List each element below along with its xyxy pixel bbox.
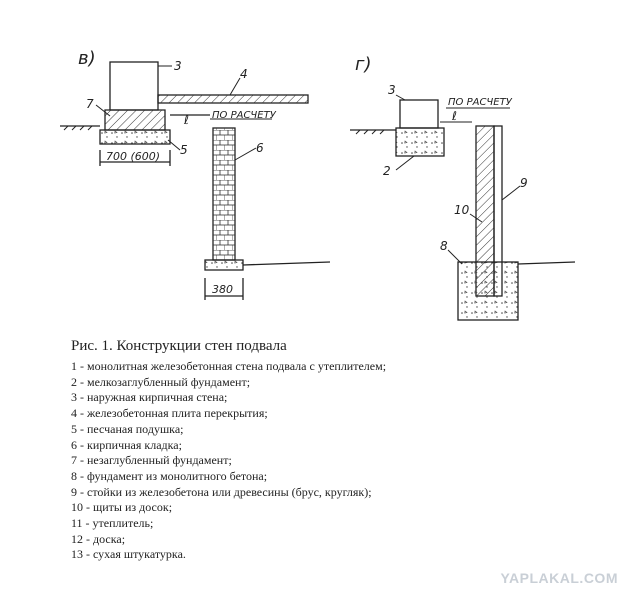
callout-g-2: 2 — [383, 164, 391, 178]
shallow-foundation-g — [395, 127, 445, 157]
dim-l-label-g: ℓ — [451, 109, 457, 123]
basement-floor-b — [242, 261, 331, 266]
legend-item: 1 - монолитная железобетонная стена подв… — [71, 359, 387, 373]
callout-g-10: 10 — [454, 203, 470, 217]
dim-line-base — [204, 278, 244, 300]
watermark: YAPLAKAL.COM — [500, 570, 618, 586]
callout-b-7: 7 — [86, 97, 94, 111]
callout-b-3: 3 — [174, 59, 182, 73]
legend-item: 5 - песчаная подушка; — [71, 421, 184, 436]
legend-item: 12 - доска; — [71, 531, 126, 546]
callout-b-4: 4 — [240, 67, 248, 81]
construction-drawing: в) 700 (600) ℓ ПО РАСЧЕТУ 380 3 — [60, 48, 576, 321]
legend-list: 1 - монолитная железобетонная стена подв… — [71, 359, 591, 563]
design-note-b: ПО РАСЧЕТУ — [212, 110, 277, 121]
legend-item: 4 - железобетонная плита перекрытия; — [71, 406, 268, 421]
callout-b-5: 5 — [180, 143, 188, 157]
legend-item: 8 - фундамент из монолитного бетона; — [71, 468, 268, 483]
caption-title: Рис. 1. Конструкции стен подвала — [71, 338, 287, 354]
dim-l-label-b: ℓ — [183, 113, 189, 127]
panel-g: г) ПО РАСЧЕТУ ℓ 3 2 9 10 8 — [350, 54, 576, 321]
dim-base-label: 380 — [212, 283, 233, 296]
exterior-wall-b — [109, 61, 159, 111]
legend-item: 6 - кирпичная кладка; — [71, 437, 182, 452]
legend-item: 2 - мелкозаглубленный фундамент; — [71, 374, 251, 389]
callout-g-8: 8 — [440, 239, 448, 253]
callout-g-3: 3 — [388, 83, 396, 97]
exterior-wall-g — [399, 99, 439, 129]
legend-item: 13 - сухая штукатурка. — [71, 547, 186, 562]
brick-column-footing — [204, 259, 244, 271]
legend-item: 10 - щиты из досок; — [71, 500, 173, 515]
basement-floor-g — [517, 261, 576, 265]
sand-cushion — [99, 129, 171, 145]
panel-b: в) 700 (600) ℓ ПО РАСЧЕТУ 380 3 — [60, 48, 331, 300]
callout-g-9: 9 — [520, 176, 528, 190]
dim-width-label: 700 (600) — [106, 150, 160, 163]
panel-b-label: в) — [78, 48, 96, 69]
design-note-g: ПО РАСЧЕТУ — [448, 97, 513, 108]
concrete-footing — [457, 261, 519, 321]
dim-line-width — [99, 150, 171, 166]
figure-caption: Рис. 1. Конструкции стен подвала 1 - мон… — [71, 338, 591, 563]
legend-item: 9 - стойки из железобетона или древесины… — [71, 484, 372, 499]
panel-g-label: г) — [355, 54, 371, 75]
callout-b-6: 6 — [256, 141, 264, 155]
legend-item: 3 - наружная кирпичная стена; — [71, 390, 228, 405]
legend-item: 7 - незаглубленный фундамент; — [71, 453, 232, 468]
legend-item: 11 - утеплитель; — [71, 516, 154, 531]
